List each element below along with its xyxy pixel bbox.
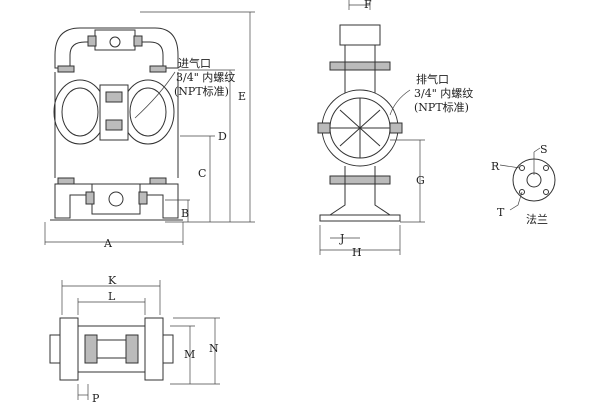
flange-title: 法兰 <box>526 212 548 226</box>
front-inlet-note-3: (NPT标准) <box>174 84 229 98</box>
front-view <box>44 11 255 245</box>
dim-N: N <box>209 342 219 355</box>
side-exhaust-note-2: 3/4" 内螺纹 <box>414 86 473 100</box>
side-view <box>317 0 425 255</box>
dim-B: B <box>181 207 189 220</box>
front-inlet-note-2: 3/4" 内螺纹 <box>176 70 235 84</box>
dim-L: L <box>108 290 116 303</box>
dim-D: D <box>218 130 227 143</box>
dim-E: E <box>238 90 246 103</box>
dim-M: M <box>184 348 195 361</box>
dim-T: T <box>497 206 505 219</box>
dim-K: K <box>108 274 117 287</box>
dim-J: J <box>339 232 344 245</box>
dim-G: G <box>416 174 425 187</box>
top-view <box>49 280 220 400</box>
dim-C: C <box>198 167 206 180</box>
dim-P: P <box>92 392 100 404</box>
dim-A: A <box>103 237 113 250</box>
side-exhaust-note-3: (NPT标准) <box>414 100 469 114</box>
dim-H: H <box>352 246 362 259</box>
dim-R: R <box>491 160 500 173</box>
dim-S: S <box>540 143 548 156</box>
dim-F: F <box>364 0 372 11</box>
flange-detail <box>499 147 556 211</box>
side-exhaust-note-1: 排气口 <box>416 72 449 86</box>
front-inlet-note-1: 进气口 <box>178 56 211 70</box>
